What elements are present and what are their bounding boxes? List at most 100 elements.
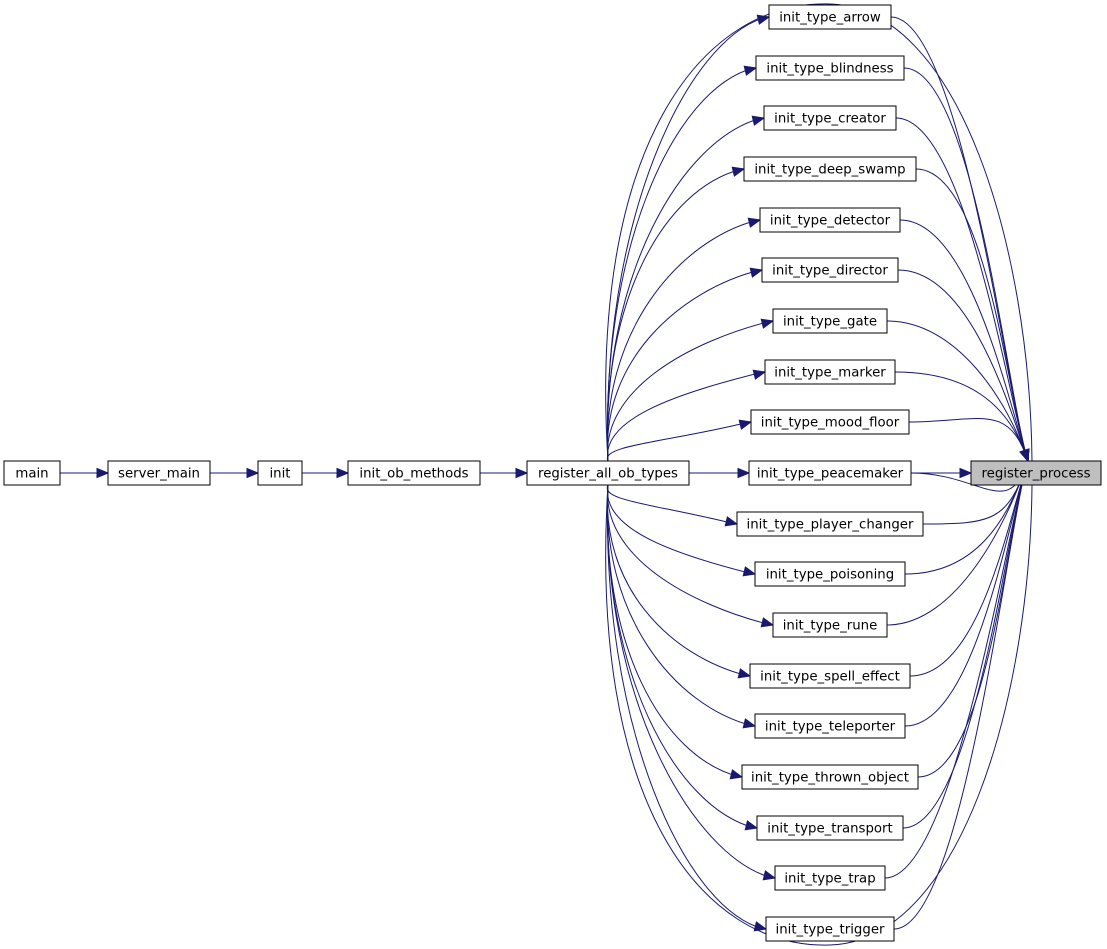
node-label: main: [15, 467, 48, 482]
node-init-type-player-changer[interactable]: init_type_player_changer: [736, 511, 924, 537]
node-box: [347, 460, 481, 486]
edge-line: [903, 67, 1029, 462]
edge-arrowhead: [744, 820, 759, 831]
edge-arrowhead: [731, 166, 746, 177]
node-init-type-thrown-object[interactable]: init_type_thrown_object: [741, 764, 919, 790]
node-init-ob-methods[interactable]: init_ob_methods: [347, 460, 481, 486]
edge-arrowhead: [336, 467, 350, 479]
node-box: [970, 460, 1102, 486]
edge-arrowhead: [729, 769, 744, 780]
nodes-layer: main server_main init init_ob_methods regist…: [3, 4, 1102, 942]
node-label: init_type_trap: [784, 872, 875, 887]
node-init-type-detector[interactable]: init_type_detector: [759, 207, 901, 233]
node-init-type-trap[interactable]: init_type_trap: [774, 865, 886, 891]
node-box: [107, 460, 211, 486]
node-init-type-mood-floor[interactable]: init_type_mood_floor: [750, 409, 910, 435]
node-label: init_type_player_changer: [747, 518, 914, 533]
node-register-process[interactable]: register_process: [970, 460, 1102, 486]
edge-arrowhead: [742, 566, 757, 577]
node-box: [763, 105, 897, 131]
node-box: [741, 764, 919, 790]
node-box: [759, 207, 901, 233]
edge-line: [606, 484, 765, 930]
node-box: [736, 511, 924, 537]
node-init-type-creator[interactable]: init_type_creator: [763, 105, 897, 131]
node-init-type-blindness[interactable]: init_type_blindness: [755, 55, 905, 81]
node-label: init_type_gate: [783, 315, 877, 330]
node-label: init_type_creator: [774, 112, 886, 127]
edge-arrowhead: [959, 467, 973, 479]
edge-arrowhead: [724, 516, 739, 527]
node-init-type-arrow[interactable]: init_type_arrow: [768, 4, 892, 30]
edge-line: [605, 484, 1033, 946]
node-label: init_type_thrown_object: [751, 771, 909, 786]
edge-line: [606, 269, 761, 462]
node-init-type-director[interactable]: init_type_director: [761, 257, 899, 283]
edge-server_main-to-init: [210, 467, 260, 479]
edge-register_all_ob_types-to-init_type_trap: [607, 484, 777, 881]
node-label: init_type_marker: [774, 366, 886, 381]
edge-arrowhead: [751, 115, 766, 126]
edge-register_all_ob_types-to-init_type_player_changer: [606, 484, 739, 527]
edge-arrowhead: [96, 467, 110, 479]
edge-arrowhead: [753, 921, 768, 932]
edge-line: [899, 219, 1029, 462]
edge-register_all_ob_types-to-init_type_trigger: [606, 484, 768, 932]
node-init-type-marker[interactable]: init_type_marker: [764, 359, 896, 385]
edge-register_all_ob_types-to-init_type_mood_floor: [606, 419, 753, 462]
node-init-type-gate[interactable]: init_type_gate: [772, 308, 888, 334]
edge-register_all_ob_types-to-init_type_teleporter: [606, 484, 757, 729]
node-register-all-ob-types[interactable]: register_all_ob_types: [526, 460, 690, 486]
node-box: [754, 561, 906, 587]
node-label: init_type_spell_effect: [760, 670, 900, 685]
node-init-type-spell-effect[interactable]: init_type_spell_effect: [749, 663, 911, 689]
node-box: [761, 257, 899, 283]
node-label: init_type_teleporter: [765, 720, 896, 735]
node-label: init_type_detector: [770, 214, 891, 229]
node-box: [750, 409, 910, 435]
node-box: [755, 55, 905, 81]
edge-line: [607, 371, 764, 462]
edge-line: [886, 460, 1029, 626]
edge-arrowhead: [1019, 448, 1030, 463]
node-label: init_ob_methods: [359, 467, 468, 482]
node-box: [743, 156, 917, 182]
edge-main-to-server_main: [60, 467, 110, 479]
node-label: init: [269, 467, 290, 482]
edge-line: [890, 16, 1029, 462]
node-label: init_type_transport: [767, 822, 892, 837]
edge-arrowhead: [737, 668, 752, 679]
edge-line: [606, 484, 754, 575]
node-main[interactable]: main: [3, 460, 61, 486]
node-label: init_type_poisoning: [766, 568, 894, 583]
node-box: [754, 713, 906, 739]
edge-init-to-init_ob_methods: [302, 467, 350, 479]
node-init-type-rune[interactable]: init_type_rune: [772, 612, 888, 638]
node-box: [768, 4, 892, 30]
node-init-type-teleporter[interactable]: init_type_teleporter: [754, 713, 906, 739]
node-init-type-peacemaker[interactable]: init_type_peacemaker: [748, 460, 912, 486]
edge-register_all_ob_types-to-init_type_thrown_object: [606, 484, 744, 780]
edge-register_all_ob_types-to-init_type_gate: [607, 318, 775, 462]
node-init-type-transport[interactable]: init_type_transport: [756, 815, 904, 841]
edge-init_type_director-to-register_process: [897, 269, 1030, 463]
edge-line: [606, 484, 741, 778]
edge-line: [607, 484, 772, 626]
node-init-type-poisoning[interactable]: init_type_poisoning: [754, 561, 906, 587]
node-label: init_type_peacemaker: [757, 467, 904, 482]
edge-register_all_ob_types-to-init_type_director: [606, 267, 764, 462]
edge-line: [894, 371, 1029, 462]
node-init[interactable]: init: [257, 460, 303, 486]
node-label: init_type_deep_swamp: [754, 163, 905, 178]
node-init-type-trigger[interactable]: init_type_trigger: [765, 916, 895, 942]
edge-register_all_ob_types-to-init_type_blindness: [606, 65, 758, 462]
node-box: [772, 612, 888, 638]
node-server-main[interactable]: server_main: [107, 460, 211, 486]
edge-register_all_ob_types-to-init_type_marker: [607, 369, 767, 462]
edge-arrowhead: [246, 467, 260, 479]
edge-init_type_deep_swamp-to-register_process: [915, 168, 1030, 463]
node-init-type-deep-swamp[interactable]: init_type_deep_swamp: [743, 156, 917, 182]
edge-register_all_ob_types-to-init_type_rune: [607, 484, 775, 628]
edge-line: [909, 460, 1029, 677]
node-label: server_main: [118, 467, 200, 482]
